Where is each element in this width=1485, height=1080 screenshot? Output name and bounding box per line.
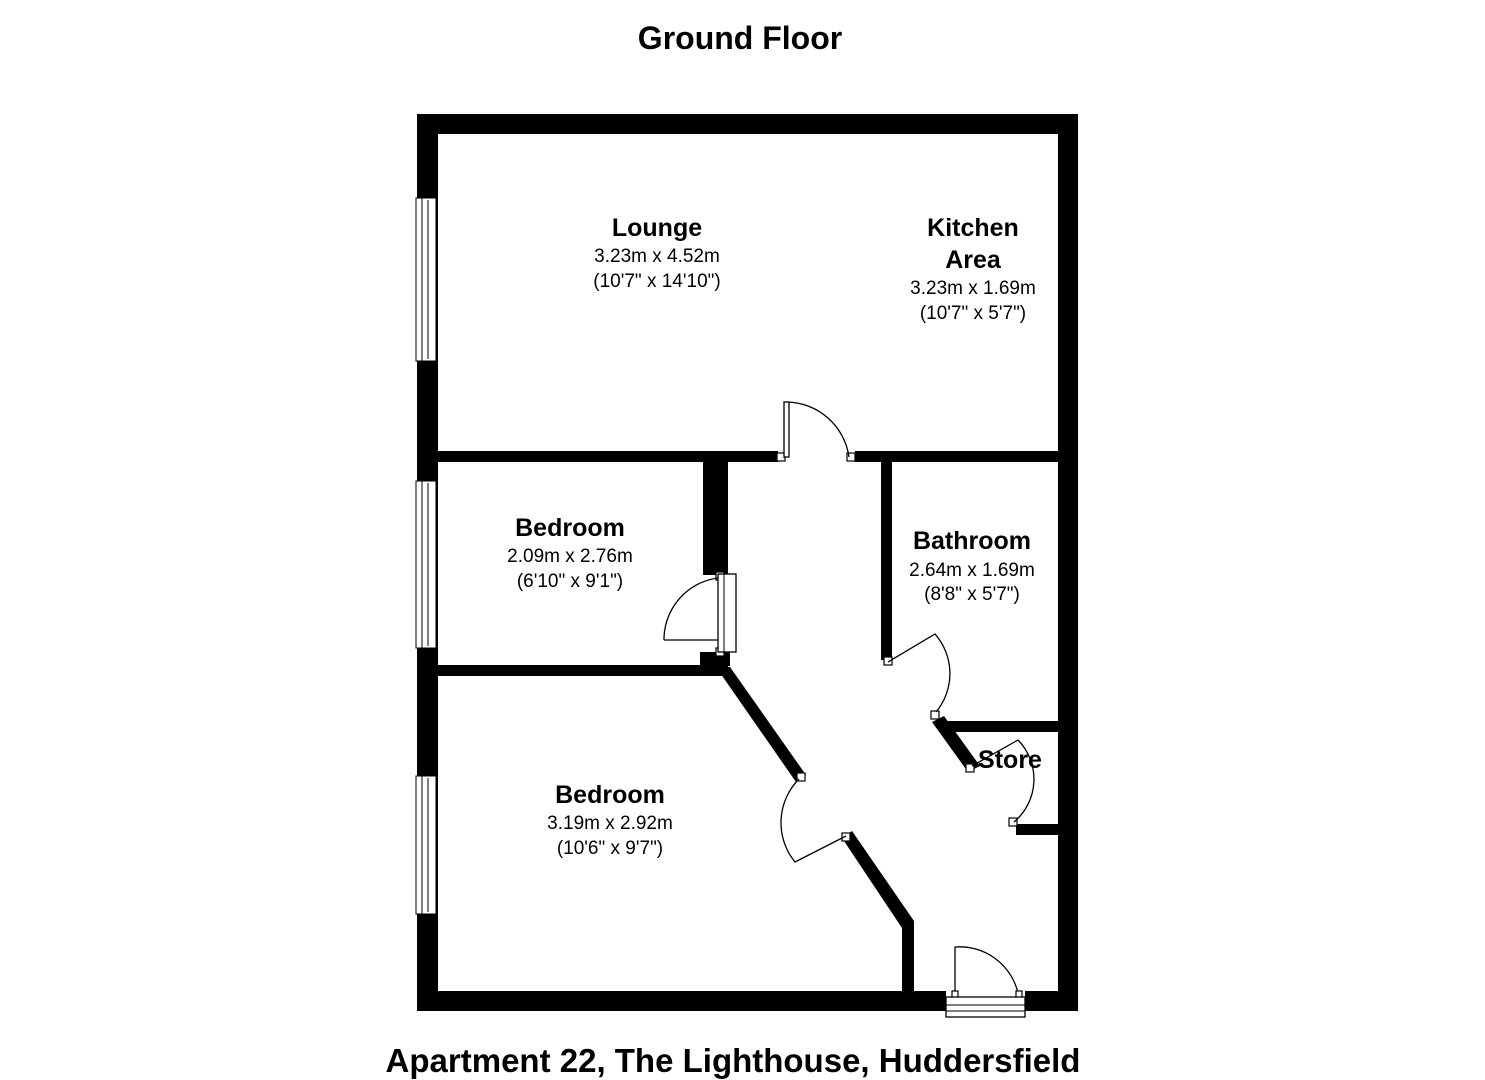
doors [663,401,1035,1018]
door-jambs [715,452,1018,842]
window-lounge [415,197,437,362]
room-name: Kitchen [927,214,1019,242]
room-label-kitchen: Kitchen Area 3.23m x 1.69m (10'7" x 5'7"… [910,214,1036,324]
room-name: Area [945,246,1002,274]
window-bedroom-2 [415,775,437,915]
plan-title: Ground Floor [638,20,842,56]
room-label-store: Store [978,746,1042,774]
room-label-bedroom-2: Bedroom 3.19m x 2.92m (10'6" x 9'7") [547,781,673,859]
property-address: Apartment 22, The Lighthouse, Huddersfie… [386,1042,1081,1079]
room-label-lounge: Lounge 3.23m x 4.52m (10'7" x 14'10") [593,214,720,292]
interior-walls [438,451,1058,991]
room-name: Bedroom [555,781,665,809]
door-store [971,739,1035,823]
room-dimensions-metric: 3.23m x 4.52m [594,246,720,267]
room-name: Bedroom [515,514,625,542]
room-dimensions-metric: 3.19m x 2.92m [547,813,673,834]
door-bedroom-1 [663,573,737,653]
room-label-bathroom: Bathroom 2.64m x 1.69m (8'8" x 5'7") [909,527,1035,605]
door-entrance [945,946,1026,1018]
room-label-bedroom-1: Bedroom 2.09m x 2.76m (6'10" x 9'1") [507,514,633,592]
window-bedroom-1 [415,480,437,649]
room-name: Lounge [612,214,702,242]
room-dimensions-imperial: (10'7" x 5'7") [920,303,1026,324]
room-dimensions-imperial: (6'10" x 9'1") [517,571,623,592]
room-dimensions-imperial: (10'6" x 9'7") [557,838,663,859]
room-dimensions-metric: 2.09m x 2.76m [507,546,633,567]
door-bathroom [887,633,951,713]
room-dimensions-imperial: (8'8" x 5'7") [924,584,1020,605]
windows [415,197,437,915]
room-dimensions-metric: 3.23m x 1.69m [910,278,1036,299]
room-dimensions-imperial: (10'7" x 14'10") [593,271,720,292]
door-bedroom-2 [780,778,847,863]
room-name: Store [978,746,1042,774]
room-dimensions-metric: 2.64m x 1.69m [909,560,1035,581]
door-lounge [783,401,850,458]
room-name: Bathroom [913,527,1031,555]
